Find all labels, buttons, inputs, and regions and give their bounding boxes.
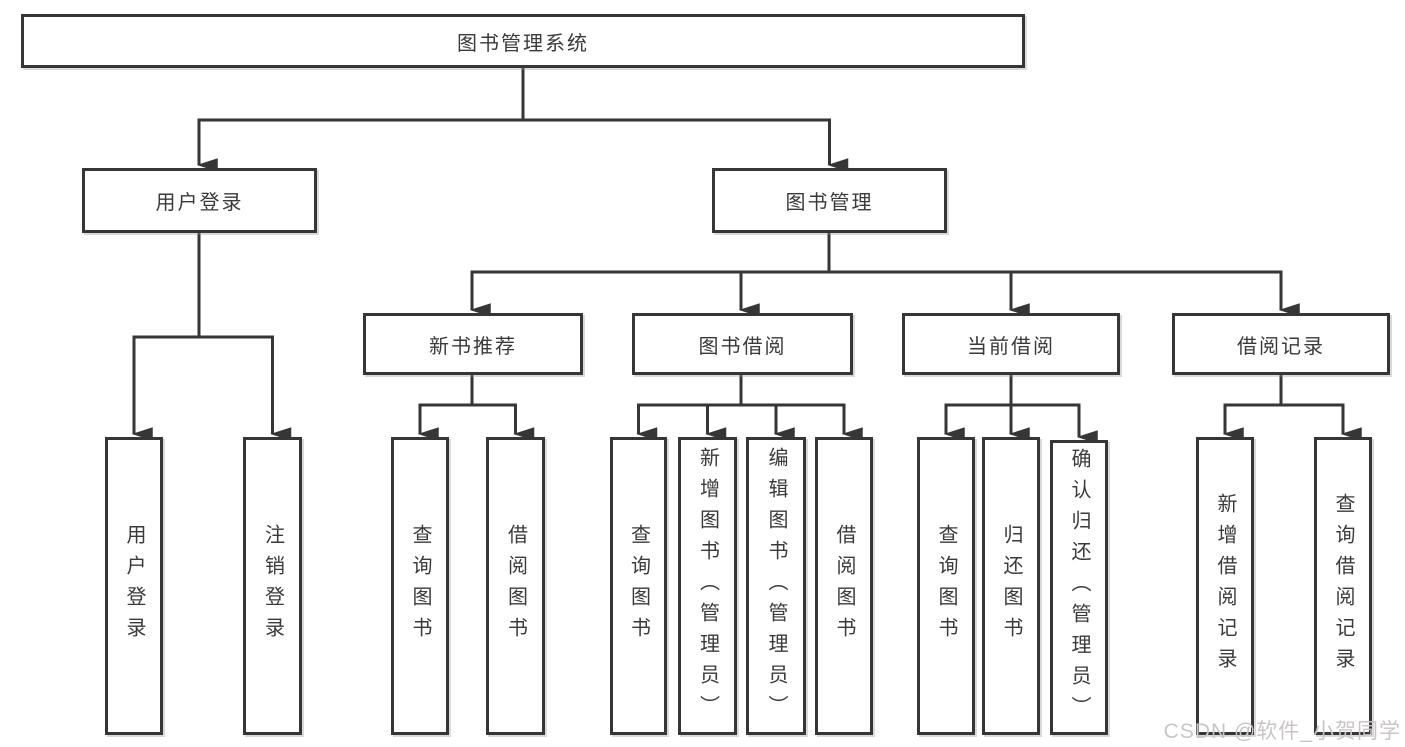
node-label: 注销登录 — [261, 524, 284, 648]
node-new-book-recommend: 新书推荐 — [363, 313, 583, 375]
node-book-borrow: 图书借阅 — [632, 313, 853, 375]
leaf-logout: 注销登录 — [243, 437, 302, 735]
leaf-query-books-recommend: 查询图书 — [391, 437, 449, 735]
leaf-borrow-books: 借阅图书 — [815, 437, 873, 735]
node-label: 图书借阅 — [698, 335, 787, 358]
node-label: 用户登录 — [155, 192, 244, 214]
leaf-query-books-borrow: 查询图书 — [610, 437, 667, 735]
leaf-query-books-current: 查询图书 — [917, 437, 975, 735]
node-current-borrow: 当前借阅 — [902, 313, 1120, 375]
node-label: 借阅图书 — [504, 524, 527, 648]
node-label: 用户登录 — [123, 524, 145, 648]
node-borrow-records: 借阅记录 — [1172, 313, 1390, 375]
leaf-borrow-books-recommend: 借阅图书 — [486, 437, 545, 735]
node-label: 查询借阅记录 — [1332, 493, 1354, 679]
node-library-management-system: 图书管理系统 — [21, 14, 1025, 68]
leaf-user-login: 用户登录 — [105, 437, 163, 735]
node-label: 图书管理系统 — [457, 32, 589, 55]
node-user-login: 用户登录 — [82, 168, 317, 233]
node-book-management: 图书管理 — [712, 168, 947, 233]
node-label: 新增借阅记录 — [1214, 493, 1236, 679]
node-label: 图书管理 — [785, 192, 874, 214]
node-label: 归还图书 — [1000, 524, 1022, 648]
leaf-edit-books-admin: 编辑图书（管理员） — [746, 437, 806, 735]
leaf-confirm-return-admin: 确认归还（管理员） — [1050, 440, 1108, 735]
node-label: 编辑图书（管理员） — [765, 446, 787, 726]
node-label: 查询图书 — [935, 524, 957, 648]
node-label: 借阅记录 — [1237, 335, 1325, 358]
node-label: 新书推荐 — [429, 335, 517, 358]
node-label: 查询图书 — [627, 524, 650, 648]
node-label: 确认归还（管理员） — [1068, 448, 1090, 727]
node-label: 借阅图书 — [833, 524, 855, 648]
leaf-add-borrow-record: 新增借阅记录 — [1196, 437, 1254, 735]
leaf-query-borrow-record: 查询借阅记录 — [1314, 437, 1372, 735]
node-label: 当前借阅 — [967, 335, 1055, 358]
csdn-watermark: CSDN @软件_小贺同学 — [1163, 720, 1401, 743]
leaf-add-books-admin: 新增图书（管理员） — [678, 437, 737, 735]
leaf-return-books: 归还图书 — [982, 437, 1040, 735]
node-label: 新增图书（管理员） — [696, 446, 719, 726]
node-label: 查询图书 — [409, 524, 431, 648]
